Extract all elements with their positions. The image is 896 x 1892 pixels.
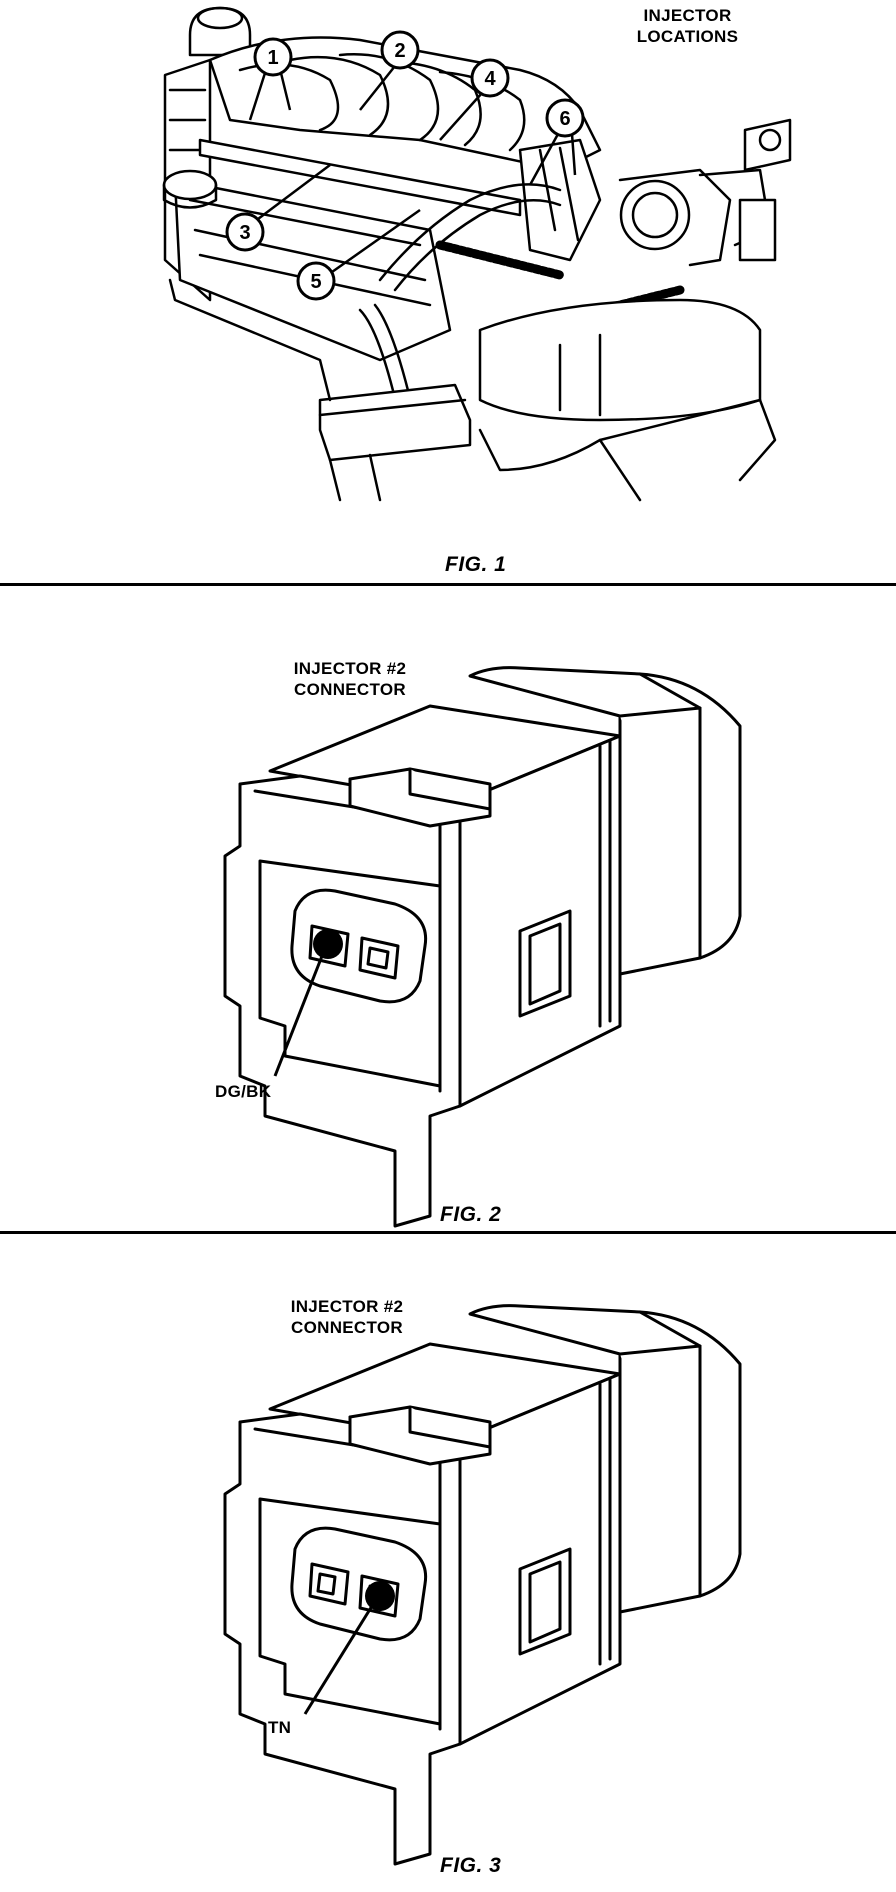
connector-illustration-fig3 xyxy=(223,1304,742,1866)
pin-highlight-dgbk xyxy=(313,929,343,959)
figure-3-panel: INJECTOR #2 CONNECTOR TN FIG. 3 xyxy=(0,1234,896,1892)
figure-1-caption: FIG. 1 xyxy=(445,553,507,576)
figure-2-title: INJECTOR #2 CONNECTOR xyxy=(265,658,435,700)
figure-1-title-line-2: LOCATIONS xyxy=(636,27,739,46)
callout-1: 1 xyxy=(267,47,278,69)
callout-6: 6 xyxy=(559,108,570,130)
figure-3-caption: FIG. 3 xyxy=(440,1854,502,1877)
engine-bay-illustration: 1 2 3 4 5 6 xyxy=(162,6,792,502)
figure-3-title-line-2: CONNECTOR xyxy=(291,1318,403,1337)
figure-3-title-line-1: INJECTOR #2 xyxy=(290,1297,404,1316)
callout-2: 2 xyxy=(394,40,405,62)
callout-5: 5 xyxy=(310,271,321,293)
figure-2-caption: FIG. 2 xyxy=(440,1203,502,1226)
divider-2 xyxy=(0,1231,896,1234)
figure-1-title: INJECTOR LOCATIONS xyxy=(615,5,760,47)
wire-label-tn: TN xyxy=(268,1718,292,1737)
pin-highlight-tn xyxy=(365,1581,395,1611)
divider-1 xyxy=(0,583,896,586)
figure-1-panel: 1 2 3 4 5 6 INJECTOR LOCATIONS FIG. 1 xyxy=(0,0,896,585)
wire-label-dgbk: DG/BK xyxy=(215,1082,272,1101)
figure-1-title-line-1: INJECTOR xyxy=(643,6,732,25)
connector-illustration-fig2 xyxy=(223,666,742,1228)
callout-3: 3 xyxy=(239,222,250,244)
figure-3-title: INJECTOR #2 CONNECTOR xyxy=(262,1296,432,1338)
figure-2-panel: INJECTOR #2 CONNECTOR DG/BK FIG. 2 xyxy=(0,586,896,1231)
callout-4: 4 xyxy=(484,68,496,90)
figure-2-title-line-1: INJECTOR #2 xyxy=(293,659,407,678)
figure-2-title-line-2: CONNECTOR xyxy=(294,680,406,699)
